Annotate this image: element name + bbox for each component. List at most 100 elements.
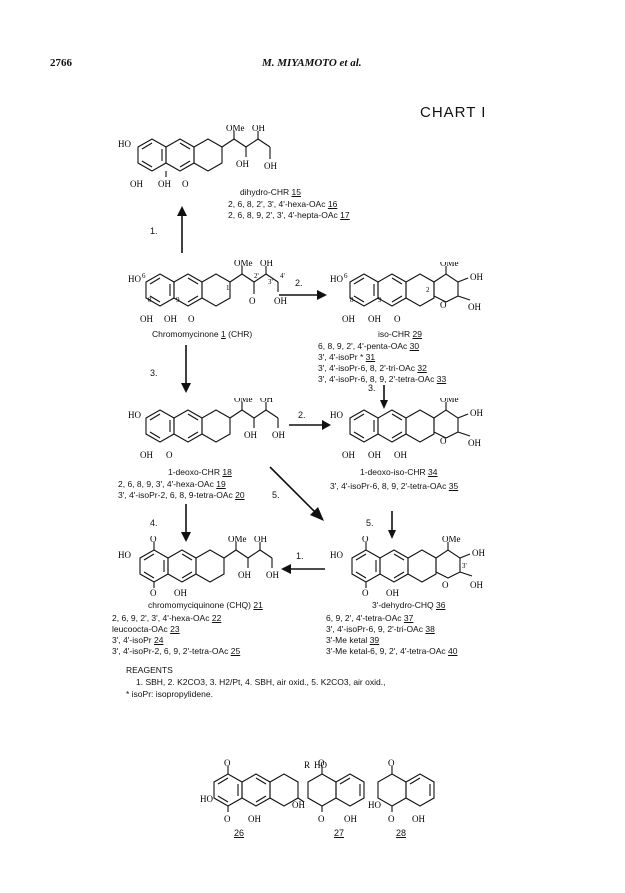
atom-label: OH: [158, 179, 171, 189]
step-label-4: 4.: [150, 518, 158, 528]
derivative-number: 40: [448, 646, 458, 656]
atom-label: O: [224, 758, 231, 768]
arrow-step-4: [181, 504, 191, 542]
atom-label: OH: [254, 536, 267, 544]
atom-label: O: [249, 296, 256, 306]
derivative-text: 3', 4'-isoPr-6, 9, 2'-tri-OAc: [326, 624, 423, 634]
atom-label: OH: [252, 125, 265, 133]
reagents-heading: REAGENTS: [126, 665, 173, 675]
atom-label: O: [440, 436, 447, 446]
position-label: 6: [142, 272, 146, 280]
atom-label: OMe: [234, 260, 253, 268]
atom-label: OH: [292, 800, 305, 810]
atom-label: HO: [118, 139, 131, 149]
atom-label: O: [362, 536, 369, 544]
atom-label: O: [150, 536, 157, 544]
atom-label: OH: [470, 272, 483, 282]
atom-label: O: [362, 588, 369, 598]
atom-label: OH: [260, 398, 273, 404]
derivative-text: 6, 8, 9, 2', 4'-penta-OAc: [318, 341, 408, 351]
atom-label: OH: [260, 260, 273, 268]
structure-34: HO OH OH OH OMe OH O OH: [330, 398, 483, 460]
derivative-number: 20: [235, 490, 245, 500]
atom-label: OH: [342, 450, 355, 460]
atom-label: O: [188, 314, 195, 324]
compound-number: 29: [412, 329, 422, 339]
derivative-line: 3', 4'-isoPr-2, 6, 8, 9-tetra-OAc 20: [118, 490, 245, 501]
derivative-line: 3', 4'-isoPr-6, 8, 2'-tri-OAc 32: [318, 363, 427, 374]
derivative-text: leucoocta-OAc: [112, 624, 168, 634]
atom-label: OH: [164, 314, 177, 324]
derivative-line: 2, 6, 8, 9, 2', 3', 4'-hepta-OAc 17: [228, 210, 350, 221]
derivative-number: 32: [417, 363, 427, 373]
atom-label: OMe: [442, 536, 461, 544]
atom-label: OH: [140, 314, 153, 324]
atom-label: OMe: [226, 125, 245, 133]
derivative-text: 2, 6, 9, 2', 3', 4'-hexa-OAc: [112, 613, 210, 623]
derivative-line: 3', 4'-isoPr-6, 8, 9, 2'-tetra-OAc 35: [330, 481, 458, 492]
derivative-line: 3', 4'-isoPr-2, 6, 9, 2'-tetra-OAc 25: [112, 646, 240, 657]
atom-label: OH: [368, 314, 381, 324]
atom-label: O: [388, 814, 395, 824]
atom-label: O: [182, 179, 189, 189]
compound-name: iso-CHR: [378, 329, 411, 339]
derivative-number: 31: [365, 352, 376, 362]
atom-label: OH: [394, 450, 407, 460]
derivative-number: 22: [211, 613, 222, 623]
derivative-text: 3', 4'-isoPr: [112, 635, 152, 645]
derivative-line: 3'-Me ketal-6, 9, 2', 4'-tetra-OAc 40: [326, 646, 458, 657]
compound-name: dihydro-CHR: [240, 187, 290, 197]
atom-label: O: [440, 300, 447, 310]
compound-1-label: Chromomycinone 1 (CHR): [152, 329, 252, 340]
compound-26-label: 26: [234, 828, 245, 838]
compound-abbrev: (CHR): [228, 329, 253, 339]
atom-label: OH: [274, 296, 287, 306]
atom-label: HO: [330, 550, 343, 560]
atom-label: O: [166, 450, 173, 460]
step-label-1: 1.: [150, 226, 158, 236]
atom-label: OH: [342, 314, 355, 324]
atom-label: O: [394, 314, 401, 324]
atom-label: OH: [130, 179, 143, 189]
atom-label: OH: [266, 570, 279, 580]
arrow-step-5-diagonal: [269, 466, 324, 521]
step-label-3: 3.: [150, 368, 158, 378]
arrow-step-3-right: [380, 385, 388, 409]
derivative-line: 3', 4'-isoPr 24: [112, 635, 163, 646]
position-label: 3': [268, 278, 273, 286]
arrow-step-5-right: [388, 511, 396, 539]
atom-label: OH: [344, 814, 357, 824]
derivative-text: 6, 9, 2', 4'-tetra-OAc: [326, 613, 402, 623]
derivative-line: 3', 4'-isoPr * 31: [318, 352, 375, 363]
compound-36-label: 3'-dehydro-CHQ 36: [372, 600, 445, 611]
position-label: 2': [254, 272, 259, 280]
compound-name: 3'-dehydro-CHQ: [372, 600, 434, 610]
derivative-number: 19: [216, 479, 226, 489]
position-label: 8: [148, 296, 152, 304]
compound-name: chromomyciquinone (CHQ): [148, 600, 251, 610]
step-label-2: 2.: [295, 278, 303, 288]
page-number: 2766: [50, 57, 72, 69]
structure-21: O HO O OH OMe OH OH OH: [118, 536, 279, 598]
compound-27-label: 27: [334, 828, 345, 838]
reagents-footnote: * isoPr: isopropylidene.: [126, 689, 213, 699]
position-label: 2: [426, 286, 430, 294]
compound-number: 18: [222, 467, 232, 477]
derivative-line: 6, 8, 9, 2', 4'-penta-OAc 30: [318, 341, 419, 352]
atom-label: OMe: [228, 536, 247, 544]
structure-18: HO OH O OMe OH OH OH: [128, 398, 285, 460]
compound-34-label: 1-deoxo-iso-CHR 34: [360, 467, 438, 478]
atom-label: OH: [238, 570, 251, 580]
arrow-step-1: [177, 206, 187, 253]
derivative-line: 3', 4'-isoPr-6, 9, 2'-tri-OAc 38: [326, 624, 435, 635]
atom-label: O: [150, 588, 157, 598]
reagents-list: 1. SBH, 2. K2CO3, 3. H2/Pt, 4. SBH, air …: [136, 677, 386, 687]
atom-label: OMe: [234, 398, 253, 404]
ring-system: [145, 273, 231, 307]
derivative-number: 35: [448, 481, 459, 491]
compound-name: 1-deoxo-CHR: [168, 467, 220, 477]
ring-system: [349, 273, 435, 307]
atom-label: OH: [368, 450, 381, 460]
compound-18-label: 1-deoxo-CHR 18: [168, 467, 232, 478]
derivative-number: 16: [327, 199, 338, 209]
